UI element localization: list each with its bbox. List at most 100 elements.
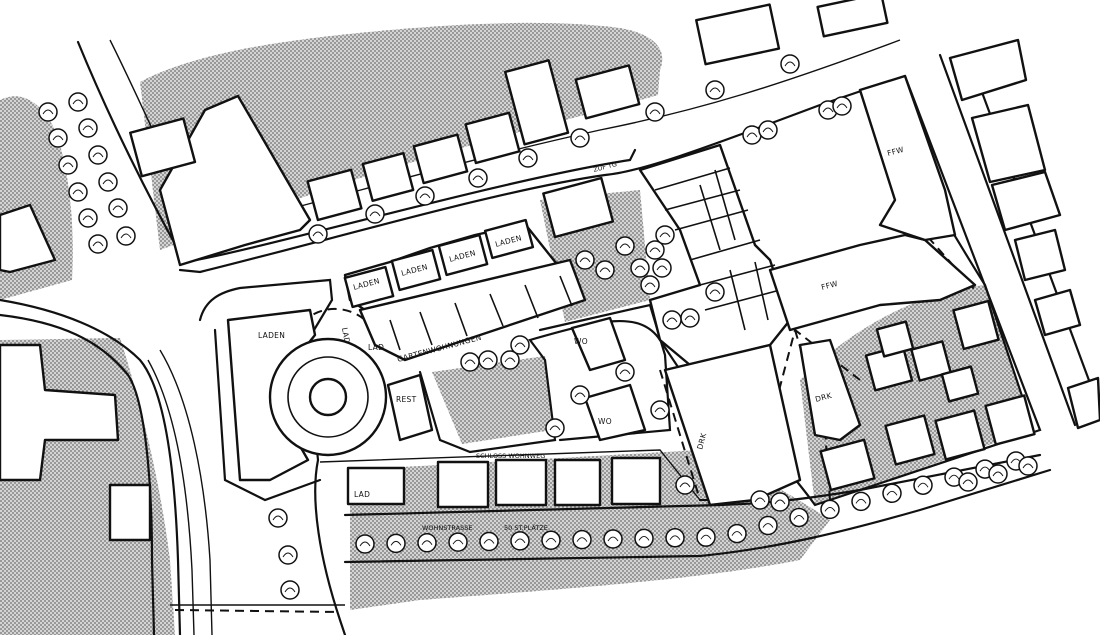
tree-symbol-detail: [514, 342, 526, 348]
tree-symbol: [88, 145, 108, 165]
tree-symbol-detail: [793, 515, 805, 520]
tree-symbol: [662, 310, 682, 330]
tree-symbol: [572, 529, 592, 550]
building-laden-3: [437, 233, 489, 277]
tree-symbol-detail: [619, 243, 631, 249]
label-stellplaetze: 50 ST.PLÄTZE: [504, 523, 548, 532]
tree-symbol: [770, 492, 790, 512]
tree-symbol: [630, 258, 650, 278]
road-north-edge-c: [178, 74, 907, 274]
tree-symbol-detail: [52, 135, 64, 141]
building-garden-flats-grid: [389, 275, 573, 351]
tree-symbol: [742, 125, 762, 145]
building-drk-east: [798, 338, 862, 442]
tree-symbol-detail: [369, 211, 381, 217]
tree-symbol: [696, 527, 716, 547]
building-row-3: [553, 458, 602, 507]
building-row-2: [494, 458, 548, 507]
tree-symbol: [851, 491, 871, 512]
building-east-5: [884, 414, 936, 466]
building-east-8: [819, 438, 876, 492]
tree-symbol: [758, 515, 778, 536]
tree-symbol-detail: [599, 267, 611, 273]
tree-symbol: [448, 532, 468, 552]
building-n-6: [574, 64, 641, 120]
tree-symbol: [640, 275, 660, 295]
label-drk-2: DRK: [814, 391, 833, 404]
map-labels: LADEN LADEN LADEN LADEN LADEN LAD LAD LA…: [258, 145, 905, 532]
label-ffw-2: FFW: [820, 279, 839, 292]
tree-symbol-detail: [483, 539, 495, 544]
tree-symbol-detail: [855, 498, 867, 504]
tree-symbol-detail: [762, 523, 774, 528]
building-west: [0, 203, 57, 274]
tree-symbol-detail: [656, 265, 668, 271]
label-wohnweg: SCHLOSS WOHNWEG: [476, 452, 545, 460]
building-n-3: [412, 133, 469, 185]
building-garden-flats: [358, 258, 587, 362]
tree-symbol: [913, 475, 933, 495]
tree-symbol: [1018, 456, 1038, 476]
label-rest: REST: [396, 395, 417, 404]
tree-symbol: [780, 54, 800, 74]
tree-symbol: [958, 472, 978, 492]
tree-symbol-detail: [112, 205, 124, 211]
tree-symbol: [479, 531, 499, 552]
building-drk-west: [663, 343, 802, 507]
tree-symbol: [386, 533, 406, 554]
building-lad-south: [346, 466, 406, 506]
tree-symbol: [570, 385, 590, 405]
tree-symbol-detail: [545, 537, 557, 543]
tree-symbol: [615, 236, 635, 256]
tree-symbol-detail: [472, 175, 484, 181]
tree-symbol: [278, 545, 298, 565]
new-buildings: [226, 74, 1036, 509]
tree-symbol: [38, 102, 58, 122]
road-wohnstrasse-south: [343, 468, 1052, 564]
building-n-5: [503, 59, 570, 146]
tree-symbol: [575, 250, 595, 270]
tree-symbol-detail: [92, 152, 104, 158]
tree-symbol: [705, 282, 725, 302]
tree-symbol: [365, 204, 385, 224]
tree-symbol-detail: [82, 125, 94, 131]
tree-symbol-detail: [102, 179, 114, 185]
building-n-8: [816, 0, 889, 38]
label-lad-1: LAD: [340, 327, 352, 344]
tree-symbol-detail: [62, 162, 74, 168]
tree-symbol: [727, 523, 747, 544]
tree-symbol: [820, 499, 840, 520]
tree-symbol: [750, 490, 770, 510]
tree-symbol: [650, 400, 670, 420]
tree-symbol: [78, 208, 98, 228]
tree-symbol: [655, 225, 675, 245]
building-laden-4: [483, 218, 535, 260]
tree-symbol-detail: [917, 482, 929, 488]
road-west-a: [0, 298, 182, 635]
road-west-c: [159, 349, 213, 635]
tree-symbol-detail: [649, 247, 661, 253]
tree-symbol-detail: [659, 232, 671, 238]
building-east-6: [934, 409, 986, 461]
tree-symbol-detail: [649, 109, 661, 115]
tree-symbol-detail: [709, 289, 721, 295]
tree-symbol-detail: [619, 369, 631, 375]
tree-symbol: [645, 240, 665, 260]
tree-symbol-detail: [120, 233, 132, 239]
building-east-3: [952, 299, 1000, 351]
building-far-east-1: [948, 38, 1028, 102]
tree-symbol-detail: [549, 425, 561, 431]
tree-symbol-detail: [42, 109, 54, 115]
tree-symbol: [832, 96, 852, 116]
tree-symbol: [417, 533, 437, 553]
tree-symbol: [675, 475, 695, 495]
green-area-central-court: [432, 356, 552, 444]
building-ffw-north: [858, 74, 957, 242]
building-ffw-main: [768, 233, 977, 332]
building-far-east-4: [1013, 228, 1067, 282]
tree-symbol-detail: [284, 587, 296, 593]
building-central-grid: [654, 167, 781, 331]
tree-symbol-detail: [1022, 463, 1034, 469]
tree-symbol: [545, 418, 565, 438]
tree-symbol-detail: [82, 215, 94, 221]
